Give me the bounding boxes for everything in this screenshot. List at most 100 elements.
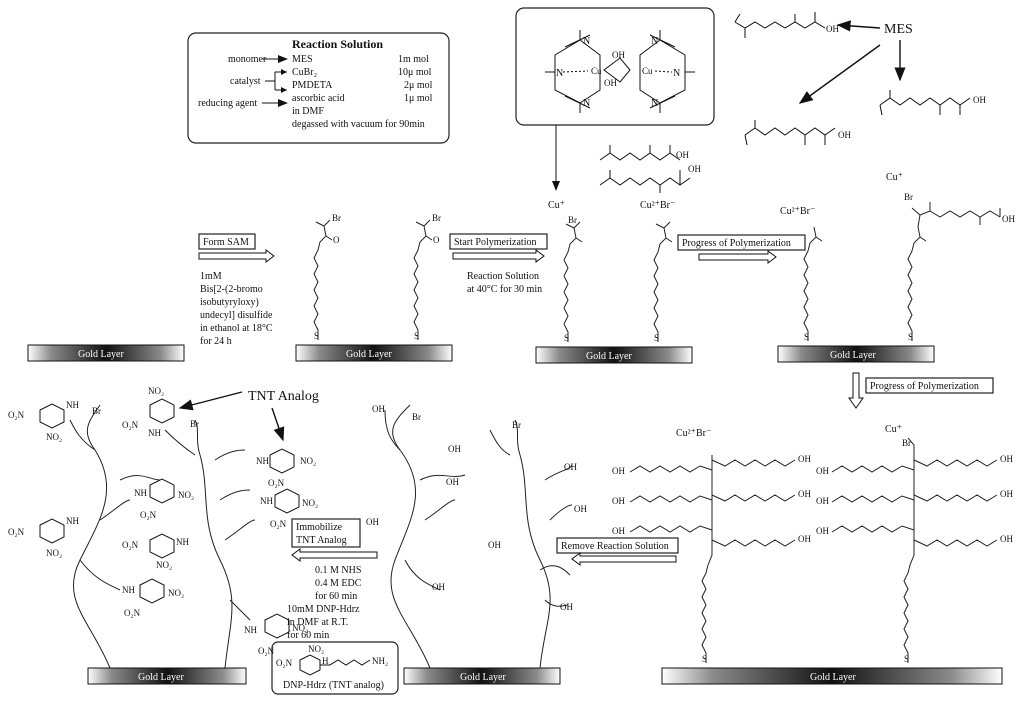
oh-label: OH	[816, 526, 829, 536]
br-label: Br	[568, 215, 577, 225]
oh-label: OH	[448, 444, 461, 454]
no2-label: NO₂	[308, 644, 324, 654]
br-label: Br	[190, 419, 199, 429]
br-label: Br	[92, 406, 101, 416]
no2-label: NO₂	[302, 498, 318, 508]
condition-line: in ethanol at 18°C	[200, 323, 273, 334]
growing-chain: S	[803, 226, 823, 342]
condition-line: for 60 min	[315, 591, 357, 602]
oh-label: OH	[798, 454, 811, 464]
sam-chain-right: S Br O	[413, 213, 441, 341]
o-label: O	[333, 235, 340, 245]
reagent-name: CuBr₂	[292, 67, 317, 78]
remove-solution-label: Remove Reaction Solution	[561, 541, 669, 552]
progress-label-box	[677, 234, 806, 251]
progress-polymerization-label: Progress of Polymerization	[682, 238, 791, 249]
catalyst-bracket	[265, 71, 287, 91]
gold-layer	[403, 667, 561, 685]
reaction-solution-box: Reaction Solution MES 1m mol CuBr₂ 10μ m…	[187, 32, 450, 144]
gold-layer	[777, 345, 935, 363]
mes-molecule: OH	[734, 12, 839, 38]
n-label: N	[556, 68, 563, 79]
mes-molecule: OH	[599, 164, 701, 193]
pmdeta-ligand-right	[639, 30, 695, 113]
n-label: N	[673, 68, 680, 79]
reagent-amount: 1μ mol	[404, 93, 433, 104]
mes-molecule: OH	[879, 90, 986, 116]
nh-label: NH	[244, 625, 257, 635]
oh-label: OH	[1000, 489, 1013, 499]
pmdeta-ligand-left	[545, 30, 601, 113]
h-label: H	[322, 656, 329, 666]
oh-label: OH	[816, 466, 829, 476]
nh-label: NH	[260, 496, 273, 506]
oh-label: OH	[446, 477, 459, 487]
gold-layer	[295, 344, 453, 362]
cu2-br-label: Cu²⁺Br⁻	[780, 206, 815, 217]
no2-label: NO₂	[300, 456, 316, 466]
no2-label: NO₂	[46, 548, 62, 558]
progress-polymerization-label: Progress of Polymerization	[870, 381, 979, 392]
no2-label: O₂N	[268, 478, 285, 488]
start-polymerization-label: Start Polymerization	[454, 237, 537, 248]
sam-chain-left: S Br O	[313, 213, 341, 341]
nh-label: NH	[122, 585, 135, 595]
oh-label: OH	[798, 489, 811, 499]
oh-label: OH	[432, 582, 445, 592]
mes-molecule: OH	[599, 145, 689, 161]
gold-layer-label: Gold Layer	[346, 349, 392, 360]
gold-layer	[27, 344, 185, 362]
condition-line: 1mM	[200, 271, 222, 282]
nh-label: NH	[134, 488, 147, 498]
condition-line: isobutyryloxy)	[200, 297, 259, 308]
no2-label: O₂N	[270, 519, 287, 529]
growing-chain: S Br OH	[904, 192, 1015, 342]
nh2-label: NH₂	[372, 656, 388, 666]
br-label: Br	[432, 213, 441, 223]
gold-layer-label: Gold Layer	[78, 349, 124, 360]
no2-label: O₂N	[122, 540, 139, 550]
cu-plus-label: Cu⁺	[886, 172, 903, 183]
oh-label: OH	[564, 462, 577, 472]
condition-line: for 60 min	[287, 630, 329, 641]
nh-label: NH	[148, 428, 161, 438]
remove-solution-arrow	[571, 552, 677, 566]
immobilize-label: Immobilize	[296, 522, 343, 533]
reagent-amount: 1m mol	[398, 54, 429, 65]
form-sam-arrow	[198, 249, 275, 263]
progress-label-box	[865, 377, 994, 394]
br-label: Br	[512, 420, 521, 430]
gold-layer	[661, 667, 1003, 685]
role-reducing-agent: reducing agent	[198, 98, 257, 109]
oh-label: OH	[973, 95, 986, 105]
no2-label: NO₂	[292, 623, 308, 633]
oh-label: OH	[488, 540, 501, 550]
gold-layer	[87, 667, 247, 685]
no2-label: O₂N	[122, 420, 139, 430]
cu-label: Cu	[642, 66, 653, 76]
mes-molecule: OH	[744, 120, 851, 146]
no2-label: O₂N	[8, 410, 25, 420]
sulfur-label: S	[654, 333, 659, 343]
condition-line: in DMF at R.T.	[287, 617, 348, 628]
start-polymerization-arrow	[452, 249, 545, 263]
no2-label: NO₂	[148, 386, 164, 396]
n-label: N	[583, 98, 590, 109]
nh-label: NH	[66, 400, 79, 410]
condition-line: Bis[2-(2-bromo	[200, 284, 263, 295]
condition-line: undecyl] disulfide	[200, 310, 273, 321]
n-label: N	[651, 36, 658, 47]
tnt-arrow-1	[178, 391, 243, 411]
mes-arrow-3	[798, 44, 881, 104]
tnt-arrow-2	[271, 407, 285, 442]
progress-down-arrow	[848, 372, 864, 409]
catalyst-arrowheads	[281, 69, 287, 93]
tnt-analog-label: TNT Analog	[248, 389, 319, 404]
sulfur-label: S	[904, 654, 909, 664]
dnp-hdrz-caption: DNP-Hdrz (TNT analog)	[283, 680, 384, 691]
condition-line: 10mM DNP-Hdrz	[287, 604, 360, 615]
no2-label: O₂N	[8, 527, 25, 537]
start-polymerization-label-box	[449, 233, 548, 250]
form-sam-label: Form SAM	[203, 237, 249, 248]
